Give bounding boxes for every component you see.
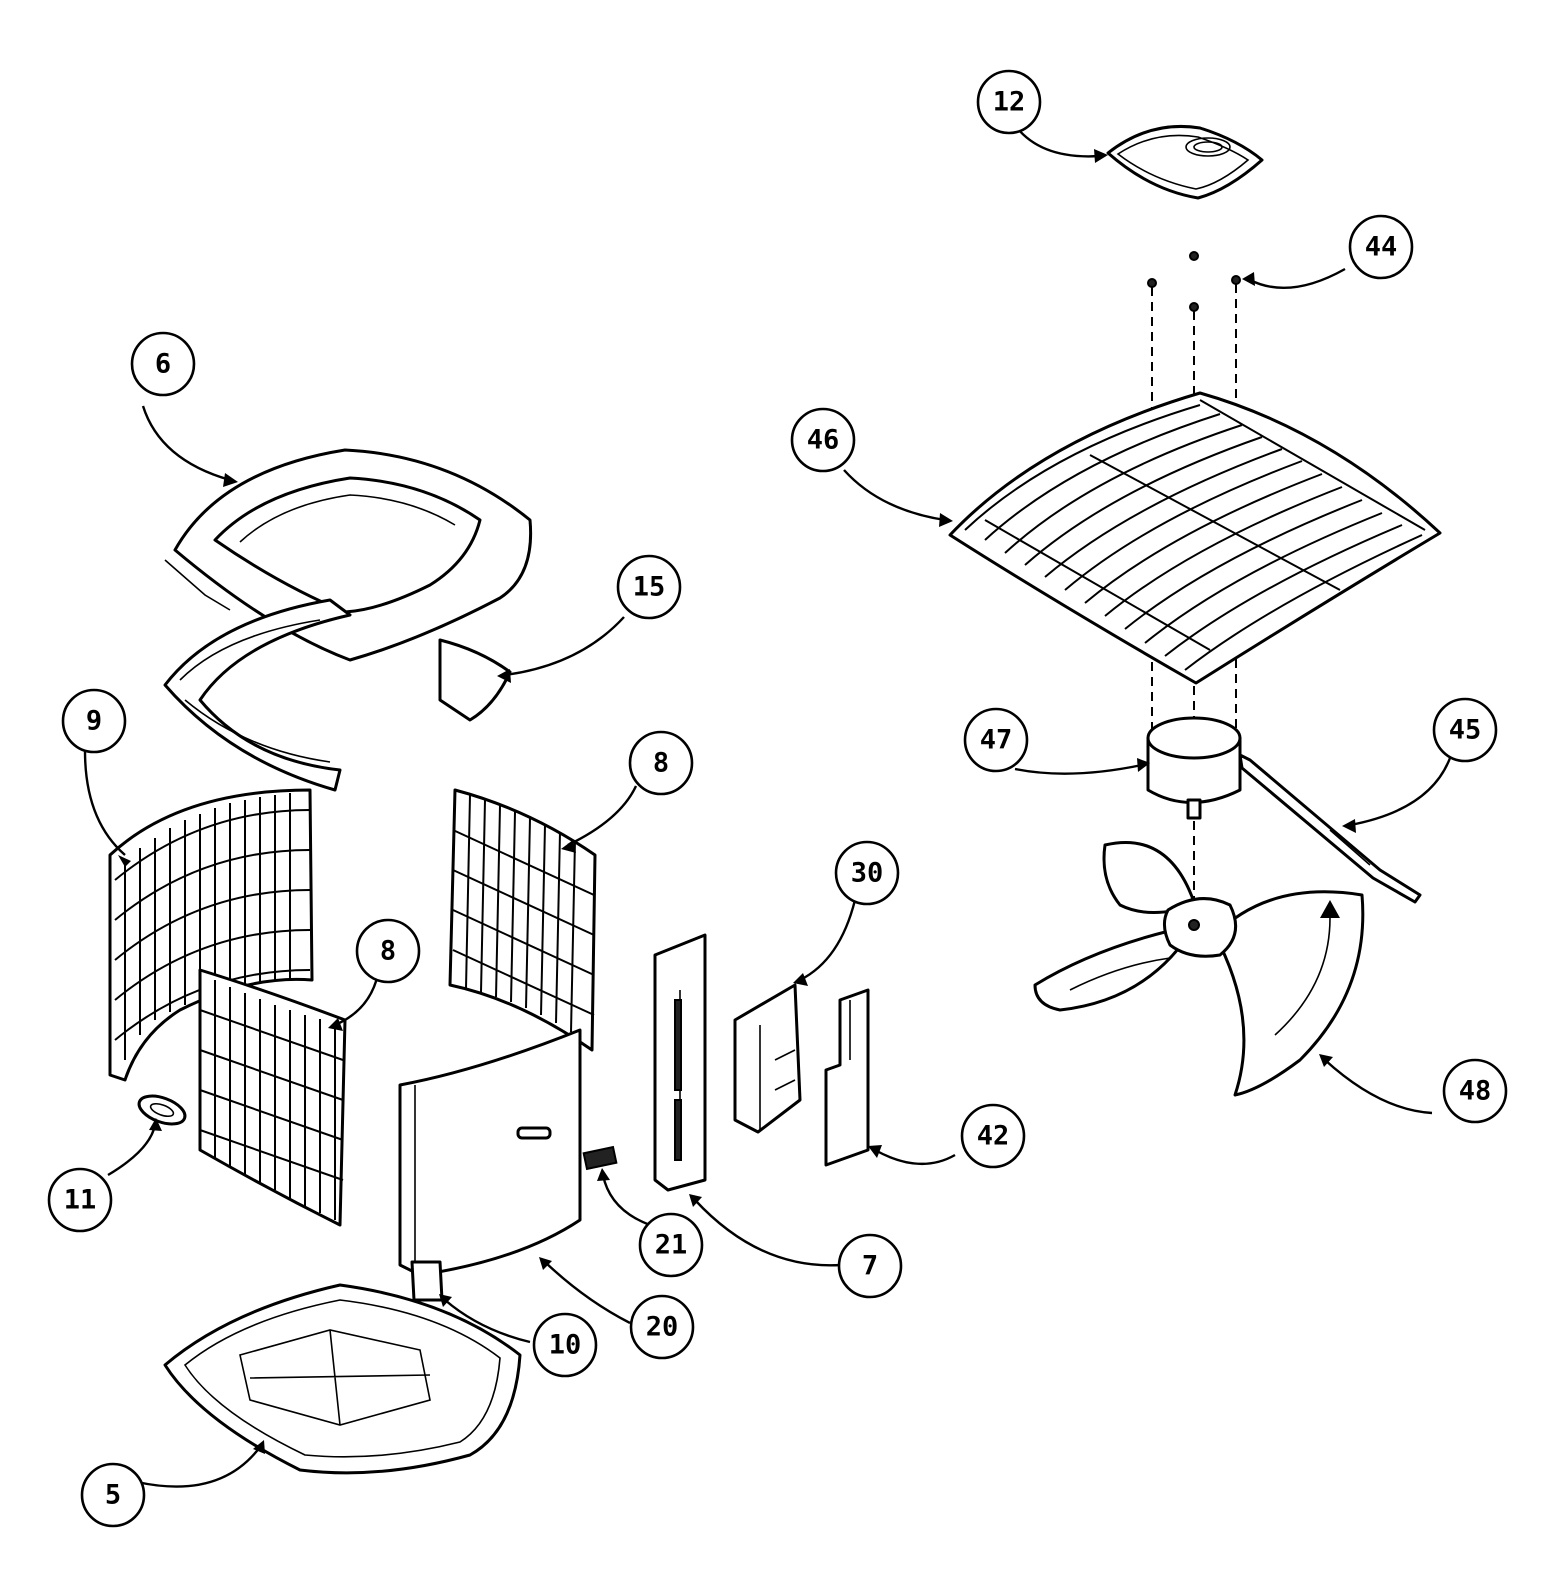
callout-label: 21 (655, 1230, 688, 1261)
callout-label: 9 (86, 706, 102, 737)
callout-label: 6 (155, 349, 171, 380)
callout-label: 7 (862, 1251, 878, 1282)
callout-30: 30 (834, 840, 900, 906)
callout-12: 12 (976, 69, 1042, 135)
callout-44: 44 (1348, 214, 1414, 280)
callout-label: 5 (105, 1480, 121, 1511)
callout-46: 46 (790, 407, 856, 473)
part-base-pan (163, 1283, 522, 1475)
callout-label: 30 (851, 858, 884, 889)
part-left-coil-grille (108, 788, 314, 1082)
callout-label: 20 (646, 1312, 679, 1343)
callout-label: 44 (1365, 232, 1398, 263)
callout-47: 47 (963, 707, 1029, 773)
callout-8-rear: 8 (628, 730, 694, 796)
callout-label: 45 (1449, 715, 1482, 746)
part-control-panel (653, 933, 707, 1192)
callout-label: 10 (549, 1330, 582, 1361)
callout-label: 8 (653, 748, 669, 779)
callout-label: 15 (633, 572, 666, 603)
callout-42: 42 (960, 1103, 1026, 1169)
part-fan-blade (1033, 841, 1365, 1097)
callout-6: 6 (130, 331, 196, 397)
callout-label: 42 (977, 1121, 1010, 1152)
callout-21: 21 (638, 1212, 704, 1278)
part-front-left-coil-grille (198, 968, 347, 1227)
callout-label: 46 (807, 425, 840, 456)
callout-label: 11 (64, 1185, 97, 1216)
callout-20: 20 (629, 1294, 695, 1360)
callout-8-front: 8 (355, 918, 421, 984)
part-corner-panel (398, 1028, 582, 1277)
callout-15: 15 (616, 554, 682, 620)
callout-45: 45 (1432, 697, 1498, 763)
callout-label: 12 (993, 87, 1026, 118)
part-plug (137, 1094, 187, 1126)
callout-label: 47 (980, 725, 1013, 756)
part-label-plate (582, 1145, 618, 1171)
part-control-box (733, 983, 802, 1134)
callout-9: 9 (61, 688, 127, 754)
callout-7: 7 (837, 1233, 903, 1299)
part-access-panel (824, 988, 870, 1167)
leader-lines (83, 123, 1452, 1488)
part-fan-grille (948, 391, 1442, 685)
callout-48: 48 (1442, 1058, 1508, 1124)
callout-label: 48 (1459, 1076, 1492, 1107)
part-motor-cable (1238, 753, 1422, 904)
callout-11: 11 (47, 1167, 113, 1233)
callout-label: 8 (380, 936, 396, 967)
callout-10: 10 (532, 1312, 598, 1378)
part-top-frame (164, 448, 533, 662)
callout-5: 5 (80, 1462, 146, 1528)
part-top-cap (1106, 124, 1264, 200)
part-bracket (410, 1260, 444, 1302)
part-fan-motor (1146, 716, 1422, 904)
part-rear-right-coil-grille (448, 788, 597, 1052)
